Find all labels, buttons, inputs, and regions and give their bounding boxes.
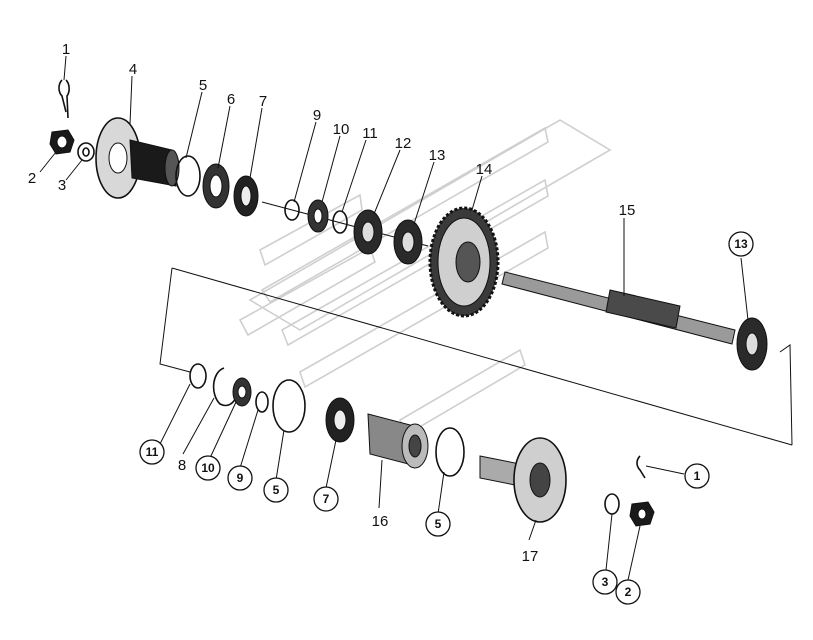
svg-text:10: 10 xyxy=(201,461,215,475)
callout-6: 6 xyxy=(227,91,235,108)
cotter-pin-part xyxy=(58,79,70,119)
callout-5b-circled: 5 xyxy=(425,511,451,537)
callout-11: 11 xyxy=(362,125,378,142)
washer-part xyxy=(77,142,95,162)
callout-2: 2 xyxy=(28,170,36,187)
callout-12: 12 xyxy=(395,135,412,152)
callout-5: 5 xyxy=(199,77,207,94)
callout-13-circled: 13 xyxy=(728,231,754,257)
castle-nut-part xyxy=(49,129,75,155)
snap-ring-11-part xyxy=(332,210,348,234)
shaft-15-part xyxy=(501,271,736,345)
sleeve-16-part xyxy=(367,413,429,469)
bearing-13-end-part xyxy=(736,317,768,371)
svg-text:3: 3 xyxy=(602,575,609,589)
callout-5-circled: 5 xyxy=(263,477,289,503)
bearing-7-lower-part xyxy=(325,397,355,443)
gear-14-part xyxy=(428,206,500,318)
svg-text:5: 5 xyxy=(435,517,442,531)
svg-text:13: 13 xyxy=(734,237,748,251)
callout-11-circled: 11 xyxy=(139,439,165,465)
flange-hub-part xyxy=(95,117,180,199)
callout-13: 13 xyxy=(429,147,446,164)
callout-3: 3 xyxy=(58,177,66,194)
bearing-10-part xyxy=(307,199,329,233)
callout-7: 7 xyxy=(259,93,267,110)
callout-1-circled: 1 xyxy=(684,463,710,489)
snap-ring-11-lower-part xyxy=(189,363,207,389)
svg-text:7: 7 xyxy=(323,492,330,506)
callout-9: 9 xyxy=(313,107,321,124)
o-ring-part xyxy=(175,155,201,197)
callout-3-circled: 3 xyxy=(592,569,618,595)
o-ring-5-lower-right-part xyxy=(435,427,465,477)
callout-2-circled: 2 xyxy=(615,579,641,605)
castle-nut-2-lower-part xyxy=(629,501,655,527)
cotter-pin-1-lower-part xyxy=(636,455,646,479)
washer-3-lower-part xyxy=(604,493,620,515)
callout-14: 14 xyxy=(476,161,493,178)
callout-16: 16 xyxy=(372,513,389,530)
flange-17-part xyxy=(479,437,567,523)
callout-4: 4 xyxy=(129,61,137,78)
callout-9-circled: 9 xyxy=(227,465,253,491)
bearing-7-part xyxy=(233,175,259,217)
bearing-10-lower-part xyxy=(232,377,252,407)
snap-ring-9-part xyxy=(284,199,300,221)
callout-7-circled: 7 xyxy=(313,486,339,512)
bearing-13-part xyxy=(393,219,423,265)
snap-ring-9-lower-part xyxy=(255,391,269,413)
svg-text:9: 9 xyxy=(237,471,244,485)
callout-10: 10 xyxy=(333,121,350,138)
leader-lines xyxy=(39,55,749,581)
svg-text:5: 5 xyxy=(273,483,280,497)
callouts-lower: 13 11 8 10 9 5 7 16 5 17 1 xyxy=(139,231,754,605)
bearing-12-part xyxy=(353,209,383,255)
watermark-logo xyxy=(238,119,612,437)
callouts-upper: 1 2 3 4 5 6 7 9 10 11 12 13 14 15 xyxy=(28,41,636,219)
callout-8: 8 xyxy=(178,457,186,474)
svg-text:11: 11 xyxy=(146,445,159,459)
callout-15: 15 xyxy=(619,202,636,219)
bearing-6-part xyxy=(202,163,230,209)
callout-10-circled: 10 xyxy=(195,455,221,481)
o-ring-5-lower-part xyxy=(272,379,306,433)
callout-17: 17 xyxy=(522,548,539,565)
svg-text:2: 2 xyxy=(625,585,632,599)
svg-text:1: 1 xyxy=(694,469,701,483)
callout-1: 1 xyxy=(62,41,70,58)
